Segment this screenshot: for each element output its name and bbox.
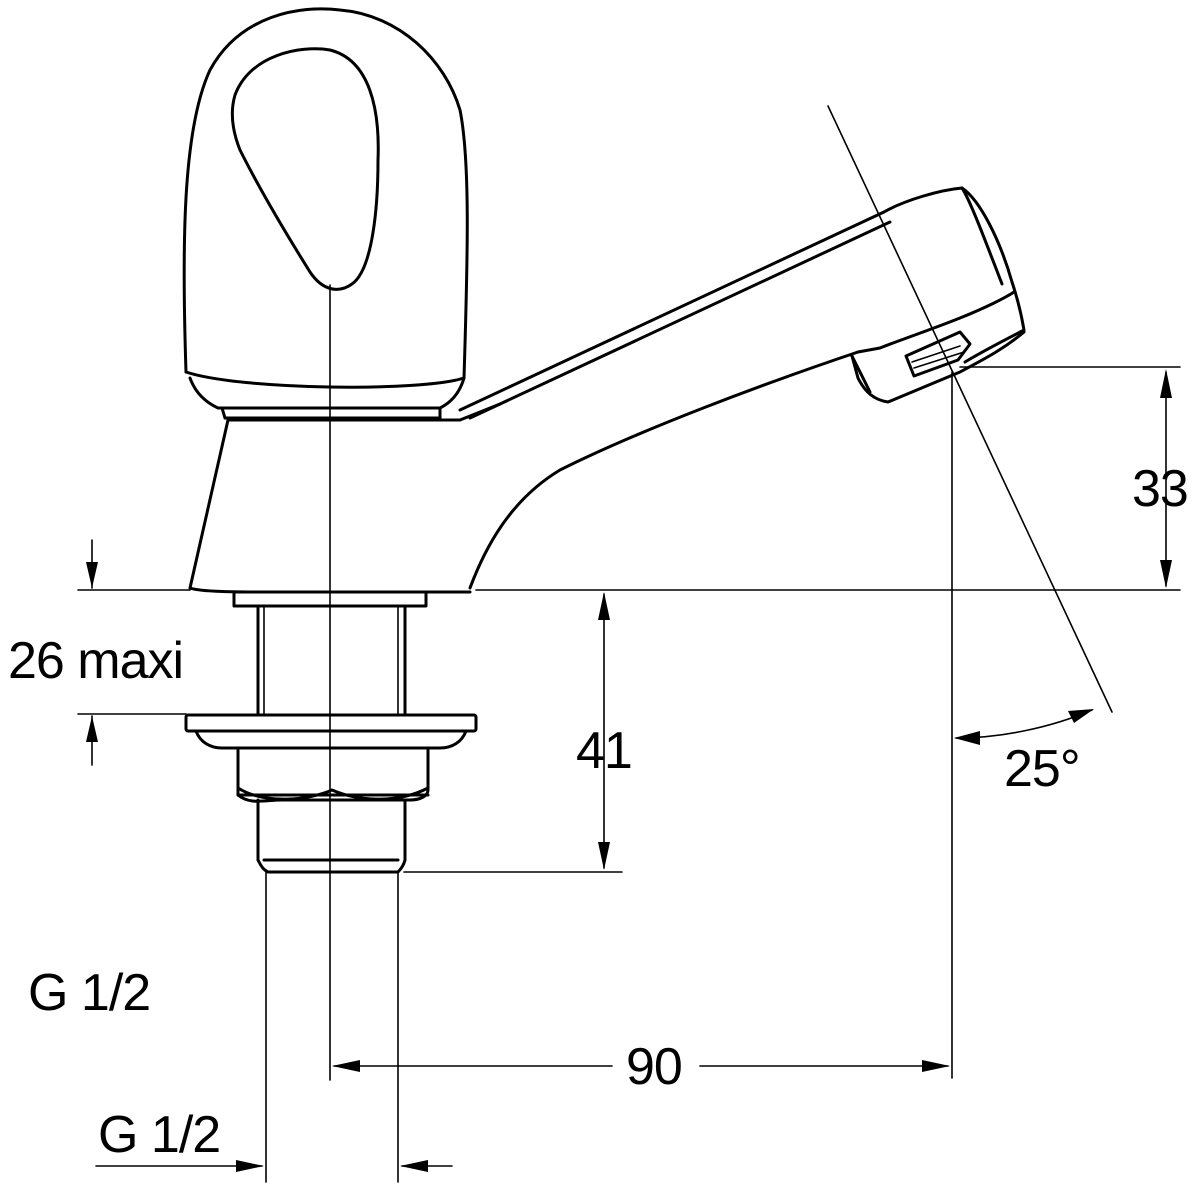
tap-handle [182,7,469,389]
handle-collar [188,376,466,420]
g-half-inch-upper-label: G 1/2 [28,964,150,1022]
dimension-26-maxi-label: 26 maxi [8,632,183,690]
tap-body-base [188,350,860,594]
dimension-horizontal-reach: 90 [332,1038,950,1096]
dimension-25-degree-label: 25° [1004,740,1080,798]
dimension-shank-length: 41 [403,592,633,873]
spout [458,186,1026,420]
dimension-deck-thickness: 26 maxi [8,539,191,766]
dimension-connection-width: G 1/2 [95,871,453,1183]
dimension-41-label: 41 [576,722,632,780]
spout-axis-line [827,105,1113,713]
dimension-spout-angle: 25° [954,709,1094,798]
dimension-height-above-deck: 33 [475,366,1189,591]
thread-label-upper: G 1/2 [28,964,151,1022]
threaded-shank [256,604,407,717]
dimension-90-label: 90 [626,1038,682,1096]
backnut-flange [184,713,478,750]
dimension-33-label: 33 [1132,460,1188,518]
g-half-inch-lower-label: G 1/2 [98,1106,220,1164]
hex-nut [236,746,430,803]
bottom-connection [256,798,407,874]
